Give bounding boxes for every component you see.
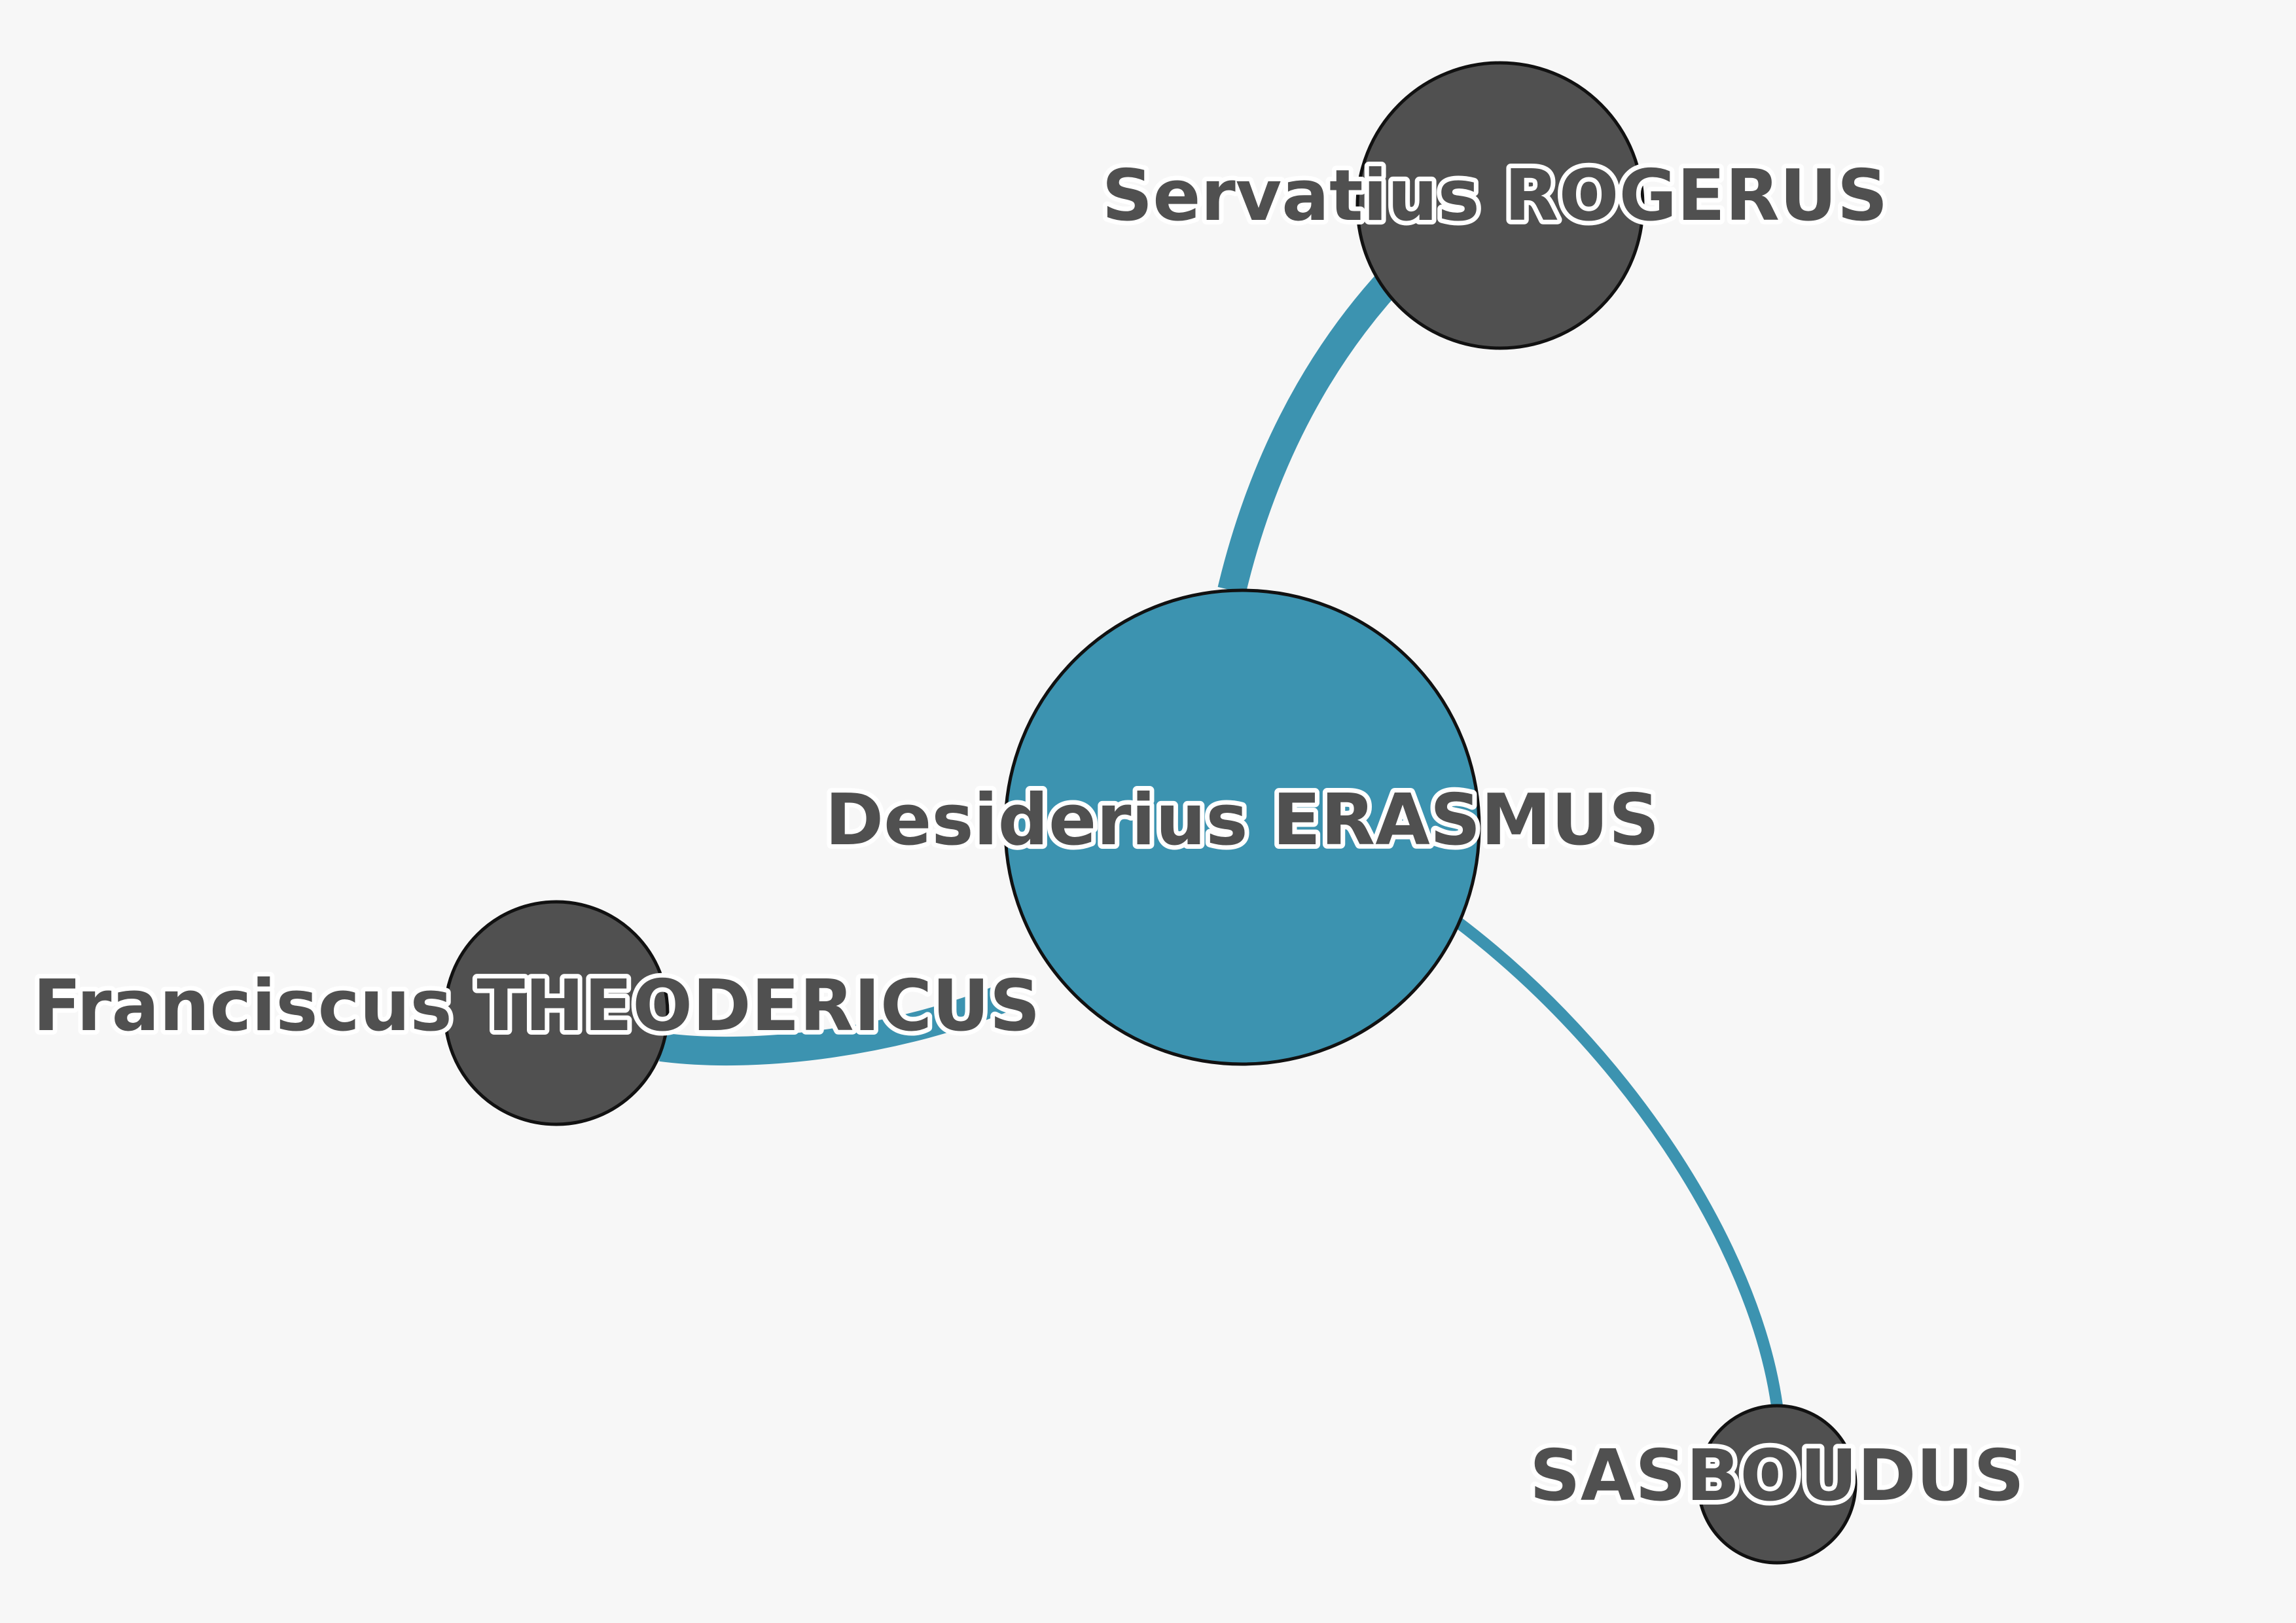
node-label-sasboudus: SASBOUDUS [1530,1435,2024,1517]
nodes-layer [443,61,1857,1565]
labels-layer: Desiderius ERASMUS Servatius ROGERUS Franc… [28,151,2029,1522]
node-erasmus[interactable] [1003,588,1481,1066]
edge-erasmus-sasboudus [1453,916,1783,1407]
node-label-theodericus: Franciscus THEODERICUS [33,965,1040,1047]
edges-layer [659,249,1783,1407]
edge-erasmus-rogerus [1217,249,1421,594]
node-rogerus[interactable] [1355,61,1645,350]
edge-erasmus-theodericus [659,981,1017,1066]
node-theodericus[interactable] [443,900,670,1126]
node-sasboudus[interactable] [1696,1404,1857,1565]
node-label-rogerus: Servatius ROGERUS [1102,155,1888,237]
node-label-erasmus: Desiderius ERASMUS [825,779,1659,861]
